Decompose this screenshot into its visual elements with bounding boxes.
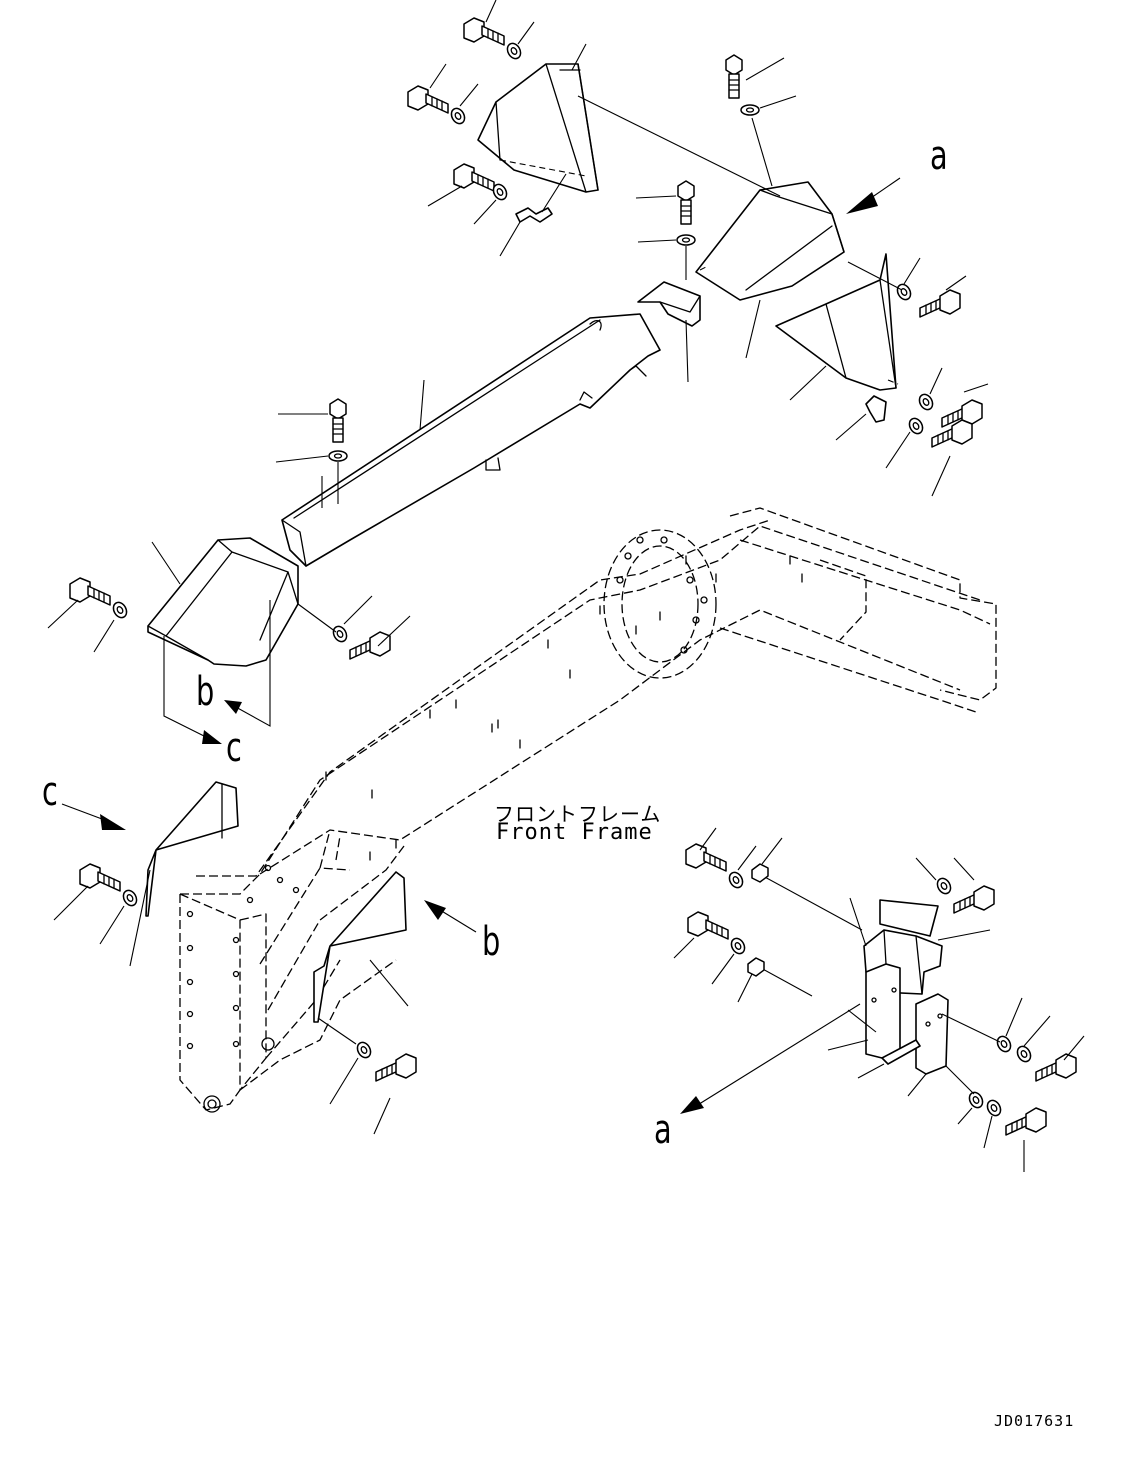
leader-line-top-right xyxy=(745,57,785,81)
view-label-a-bottom: a xyxy=(654,1107,672,1153)
left-box-cover xyxy=(147,537,299,667)
washer-top-2 xyxy=(448,105,468,127)
bolt-bottom-1 xyxy=(685,843,727,872)
washer-bottom-right-1 xyxy=(934,875,954,897)
bolt-bottom-2 xyxy=(687,911,729,940)
leader-lines-long-washer xyxy=(275,455,339,508)
leader-lines-top-2 xyxy=(429,63,479,107)
leader-lines-top-1 xyxy=(485,0,535,45)
washer-bottom-right-3 xyxy=(1014,1043,1034,1065)
front-frame-phantom xyxy=(179,507,997,1113)
washer-bottom-right-2 xyxy=(994,1033,1014,1055)
view-label-b-right: b xyxy=(482,919,501,965)
saddle-bracket xyxy=(637,281,701,383)
drawing-code: JD017631 xyxy=(994,1412,1075,1430)
washer-center xyxy=(354,1039,374,1061)
leader-lines-right-1 xyxy=(847,257,967,291)
leader-lines-left-box-1 xyxy=(47,599,115,653)
washer-long-cover xyxy=(328,450,348,462)
leader-lines-bottom-right-2 xyxy=(941,997,1085,1061)
washer-left-box-1 xyxy=(110,599,130,621)
leader-lines-right-3 xyxy=(885,431,951,497)
washer-bottom-right-4 xyxy=(966,1089,986,1111)
bottom-right-assembly xyxy=(827,897,991,1097)
bolt-bottom-right-2 xyxy=(1035,1053,1077,1082)
top-left-side-cover xyxy=(477,43,599,193)
view-label-c-bottom: c xyxy=(226,725,242,771)
bolt-right-3 xyxy=(931,419,973,448)
leader-center-washer-line xyxy=(317,1017,357,1045)
frame-label-english: Front Frame xyxy=(496,820,653,845)
center-side-plate xyxy=(313,871,409,1023)
view-line-c-top xyxy=(163,636,213,741)
leader-lines-left-box-2 xyxy=(297,595,411,647)
arrow-c-top xyxy=(202,730,222,744)
bolt-center xyxy=(375,1053,417,1082)
bolt-left-box-1 xyxy=(69,577,111,606)
view-label-a-top: a xyxy=(930,133,948,179)
view-line-b-top xyxy=(233,600,271,727)
bolt-top-1 xyxy=(463,17,505,46)
bolt-bottom-right-3 xyxy=(1005,1107,1047,1136)
leader-line-bracket-bolt xyxy=(635,195,677,199)
leader-line-cover-top-right xyxy=(745,299,761,359)
washer-bracket xyxy=(676,234,696,246)
leader-lines-right-2 xyxy=(929,367,989,395)
leader-lines-top-3 xyxy=(427,185,497,225)
view-line-a-bottom xyxy=(695,1003,861,1107)
washer-top-right xyxy=(740,104,760,116)
arrow-b-right xyxy=(424,900,446,920)
washer-bottom-1 xyxy=(726,869,746,891)
view-line-b-right xyxy=(439,909,477,933)
nut-bottom-1 xyxy=(751,837,783,883)
arrow-b-top xyxy=(224,700,242,714)
nut-bottom-2 xyxy=(737,957,765,1003)
leader-lines-top-right xyxy=(751,95,797,187)
long-top-cover xyxy=(281,313,661,567)
bolt-long-cover xyxy=(329,398,347,443)
leader-lines-bottom-1 xyxy=(699,827,757,871)
view-label-c-left: c xyxy=(42,769,58,815)
bolt-bracket-vertical xyxy=(677,180,695,225)
top-right-cover xyxy=(695,181,845,301)
leader-lines-bottom-right-3 xyxy=(945,1065,1025,1172)
alignment-line-top xyxy=(577,95,781,197)
washer-right-1 xyxy=(894,281,914,303)
washer-top-1 xyxy=(504,40,524,62)
bolt-bottom-right-1 xyxy=(953,885,995,914)
leader-lines-center-bolt xyxy=(329,1057,391,1135)
washer-right-2 xyxy=(916,391,936,413)
bolt-top-right xyxy=(725,54,743,99)
clip-bracket-right xyxy=(835,395,887,441)
bolt-left-plate xyxy=(79,863,121,892)
frame-label-japanese: フロントフレーム xyxy=(494,802,662,826)
arrow-a-top xyxy=(846,192,878,214)
leader-lines-bracket-washer xyxy=(637,239,687,280)
bolt-left-box-2 xyxy=(349,631,391,660)
arrow-a-bottom xyxy=(680,1096,704,1114)
leader-lines-left-plate xyxy=(53,885,125,945)
alignment-lines-bottom xyxy=(749,869,863,997)
leader-lines-bottom-2 xyxy=(673,937,735,985)
view-label-b-left: b xyxy=(196,669,215,715)
bolt-top-2 xyxy=(407,85,449,114)
clip-bracket-top xyxy=(499,173,567,257)
washer-bottom-right-5 xyxy=(984,1097,1004,1119)
leader-lines-bottom-right-1 xyxy=(915,857,975,881)
washer-bottom-2 xyxy=(728,935,748,957)
left-side-plate xyxy=(129,781,239,967)
washer-left-box-2 xyxy=(330,623,350,645)
arrow-c-left xyxy=(100,814,126,830)
bolt-right-1 xyxy=(919,289,961,318)
washer-left-plate xyxy=(120,887,140,909)
right-lower-cover xyxy=(775,253,899,401)
